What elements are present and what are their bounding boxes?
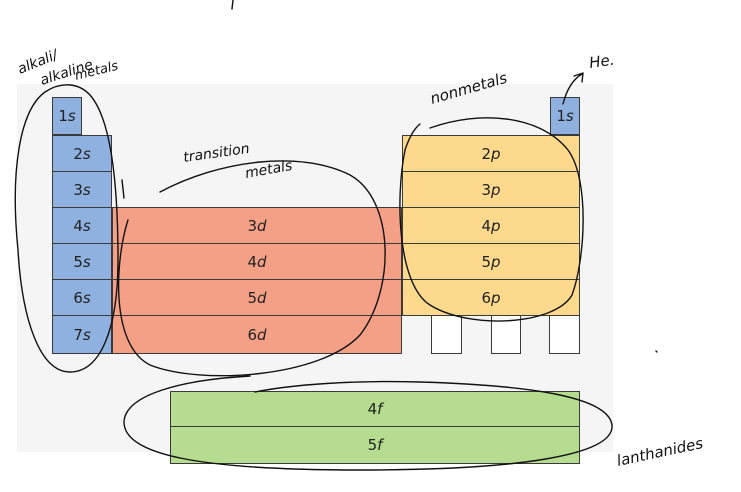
cell-orbital: s [565, 107, 574, 125]
cell-number: 4 [73, 216, 83, 235]
stray-dot [655, 350, 658, 353]
annotation-transition-line1: transition [182, 141, 250, 166]
cell-number: 3 [73, 180, 83, 199]
empty-cell [549, 315, 580, 354]
cell-number: 3 [481, 180, 491, 199]
annotation-helium: He. [588, 51, 616, 72]
cell-number: 4 [367, 400, 378, 418]
helium-arrow [562, 72, 584, 105]
cell-orbital: s [82, 288, 91, 307]
empty-cell [431, 315, 462, 354]
cell-orbital: s [82, 252, 91, 271]
lanthanides-loop [123, 375, 613, 471]
transition-loop [117, 160, 386, 377]
cell-number: 5 [73, 252, 83, 271]
cell-number: 4 [481, 216, 491, 235]
cell-number: 6 [247, 325, 257, 344]
cell-orbital: p [491, 288, 501, 307]
cell-orbital: p [491, 144, 501, 163]
cell-orbital: f [377, 436, 383, 454]
cell-orbital: p [491, 180, 501, 199]
cell-number: 2 [73, 144, 83, 163]
cell-number: 4 [247, 252, 257, 271]
cell-number: 2 [481, 144, 491, 163]
cell-orbital: s [67, 107, 76, 125]
cell-number: 5 [367, 436, 378, 454]
annotation-transition-line2: metals [244, 158, 294, 182]
cell-number: 1 [58, 107, 68, 125]
cell-orbital: d [257, 252, 267, 271]
cell-number: 6 [73, 288, 83, 307]
cell-number: 7 [73, 325, 83, 344]
cell-number: 5 [247, 288, 257, 307]
transition-tick [121, 179, 125, 199]
cell-number: 5 [481, 252, 491, 271]
cell-orbital: s [82, 144, 91, 163]
cell-orbital: p [491, 252, 501, 271]
annotation-nonmetals: nonmetals [428, 69, 509, 108]
cell-number: 6 [481, 288, 491, 307]
cell-orbital: d [257, 325, 267, 344]
cell-orbital: d [257, 216, 267, 235]
cell-number: 3 [247, 216, 257, 235]
nonmetals-loop [399, 117, 584, 322]
cell-orbital: p [491, 216, 501, 235]
stray-mark [231, 0, 234, 10]
cell-orbital: s [82, 180, 91, 199]
cell-orbital: f [377, 400, 383, 418]
cell-orbital: s [82, 216, 91, 235]
cell-number: 1 [556, 107, 566, 125]
alkali-loop [14, 84, 119, 373]
cell-orbital: d [257, 288, 267, 307]
annotation-lanthanides: lanthanides [615, 434, 705, 470]
cell-orbital: s [82, 325, 91, 344]
